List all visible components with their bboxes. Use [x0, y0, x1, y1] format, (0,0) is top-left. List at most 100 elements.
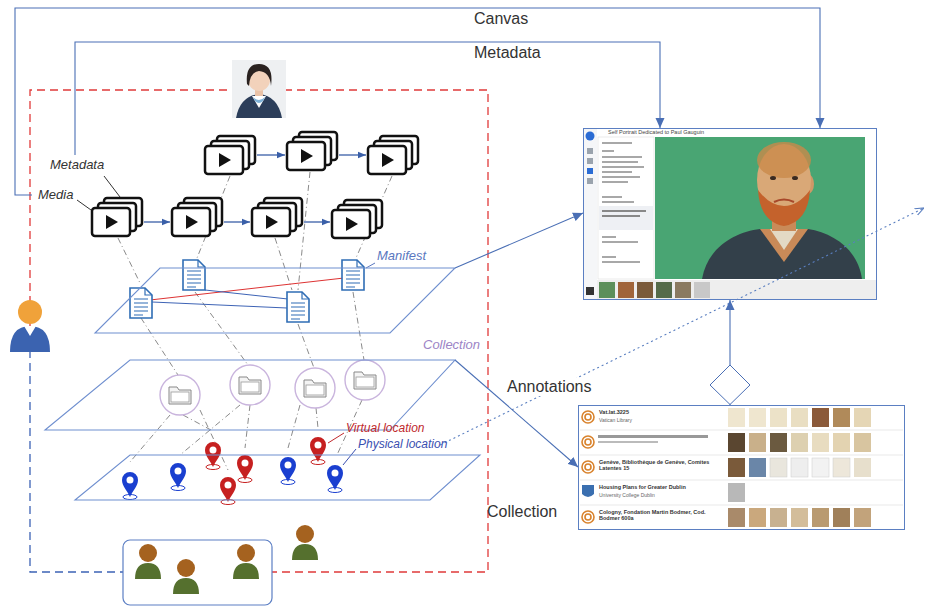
rect-part: [694, 282, 710, 298]
rect-part: [602, 166, 644, 168]
manifest-icon: [287, 292, 309, 322]
node-text: Cologny, Fondation Martin Bodmer, Cod. B…: [599, 509, 711, 522]
rect-part: [602, 236, 616, 238]
rect-part: [584, 129, 597, 299]
rect-part: [602, 142, 632, 144]
circle-part: [585, 514, 591, 520]
ellipse-part: [757, 142, 811, 178]
path-part: [304, 221, 330, 222]
circle-part: [582, 511, 594, 523]
rect-part: [833, 508, 850, 527]
path-part: [257, 154, 285, 155]
path-part: [353, 292, 364, 360]
path-part: [275, 238, 292, 290]
node-text: Housing Plans for Greater Dublin: [599, 484, 686, 490]
rect-part: [578, 405, 905, 530]
sequence-arrows: [144, 155, 366, 222]
path-part: [298, 324, 314, 368]
collection-plane: Collection: [45, 360, 455, 430]
rect-part: [599, 282, 615, 298]
circle-part: [585, 414, 591, 420]
rect-part: [854, 408, 871, 427]
plane-outline: [45, 360, 455, 430]
rect-part: [833, 458, 850, 477]
virtual-pin: [237, 455, 253, 483]
manifest-icon: [130, 288, 152, 318]
rect-part: [675, 282, 691, 298]
manifest-plane: Manifest: [95, 268, 455, 333]
g-part: [580, 430, 903, 505]
physical-pin: [327, 465, 343, 493]
path-part: [580, 430, 903, 505]
rect-part: [770, 508, 787, 527]
rect-part: [812, 433, 829, 452]
node-heading: Metadata: [50, 158, 104, 173]
manifest-link: [150, 278, 344, 300]
rect-part: [749, 433, 766, 452]
rect-part: [749, 458, 766, 477]
path-part: [702, 229, 862, 279]
rect-part: [833, 433, 850, 452]
connector-arrow: [75, 42, 660, 155]
circle-part: [582, 411, 594, 423]
path-part: [252, 96, 266, 108]
media-group: MetadataMedia: [32, 155, 154, 237]
plane-outline: [95, 268, 455, 333]
rect-part: [770, 408, 787, 427]
media-stack: [332, 200, 382, 238]
rect-part: [728, 483, 745, 502]
rect-part: [587, 148, 593, 154]
media-stack: [92, 198, 142, 236]
connector-arrow: [15, 8, 820, 195]
media-stack: [172, 198, 222, 236]
rect-part: [602, 201, 634, 203]
path-part: [288, 405, 300, 448]
rect-part: [232, 60, 286, 118]
rect-part: [854, 433, 871, 452]
media-stack: [287, 132, 337, 170]
rect-part: [602, 241, 638, 243]
rect-part: [812, 458, 829, 477]
connector-label: Metadata: [472, 44, 543, 62]
rect-part: [587, 168, 593, 174]
rect-part: [728, 458, 745, 477]
path-part: [236, 94, 282, 118]
rect-part: [812, 508, 829, 527]
manifest-link: [152, 290, 297, 308]
assistant-portrait: [232, 60, 286, 118]
plane-outline: [75, 455, 480, 500]
rect-part: [833, 408, 850, 427]
leader-line: [104, 176, 120, 197]
collection-screenshot-box: CollectionVat.lat.3225Vatican LibraryGen…: [578, 405, 905, 530]
rect-part: [655, 137, 865, 279]
location-plane: Virtual locationPhysical location: [75, 455, 480, 500]
rect-part: [586, 287, 594, 295]
node-text: University College Dublin: [599, 493, 655, 499]
path-part: [24, 326, 36, 336]
virtual-pin: [310, 437, 326, 465]
manifest-icon: [183, 260, 205, 290]
rect-part: [749, 408, 766, 427]
leader-line: [328, 433, 344, 443]
viewer-screenshot-box: Self Portrait Dedicated to Paul Gauguin: [583, 128, 877, 300]
collection-icon: [230, 365, 270, 405]
plane-outline: [45, 360, 455, 430]
rect-part: [587, 178, 593, 184]
node-heading: Collection: [487, 503, 557, 521]
rect-part: [602, 256, 616, 258]
rect-part: [656, 282, 672, 298]
rect-part: [598, 435, 708, 438]
path-part: [245, 405, 250, 448]
path-part: [10, 326, 50, 352]
user-figure: [173, 559, 199, 594]
rect-part: [728, 433, 745, 452]
rect-part: [602, 196, 622, 198]
manifest-icon: [342, 260, 364, 290]
rect-part: [602, 161, 638, 163]
connector-arrow: [729, 300, 730, 405]
rect-part: [749, 508, 766, 527]
rect-part: [618, 282, 634, 298]
circle-part: [586, 132, 595, 141]
path-part: [760, 229, 808, 262]
